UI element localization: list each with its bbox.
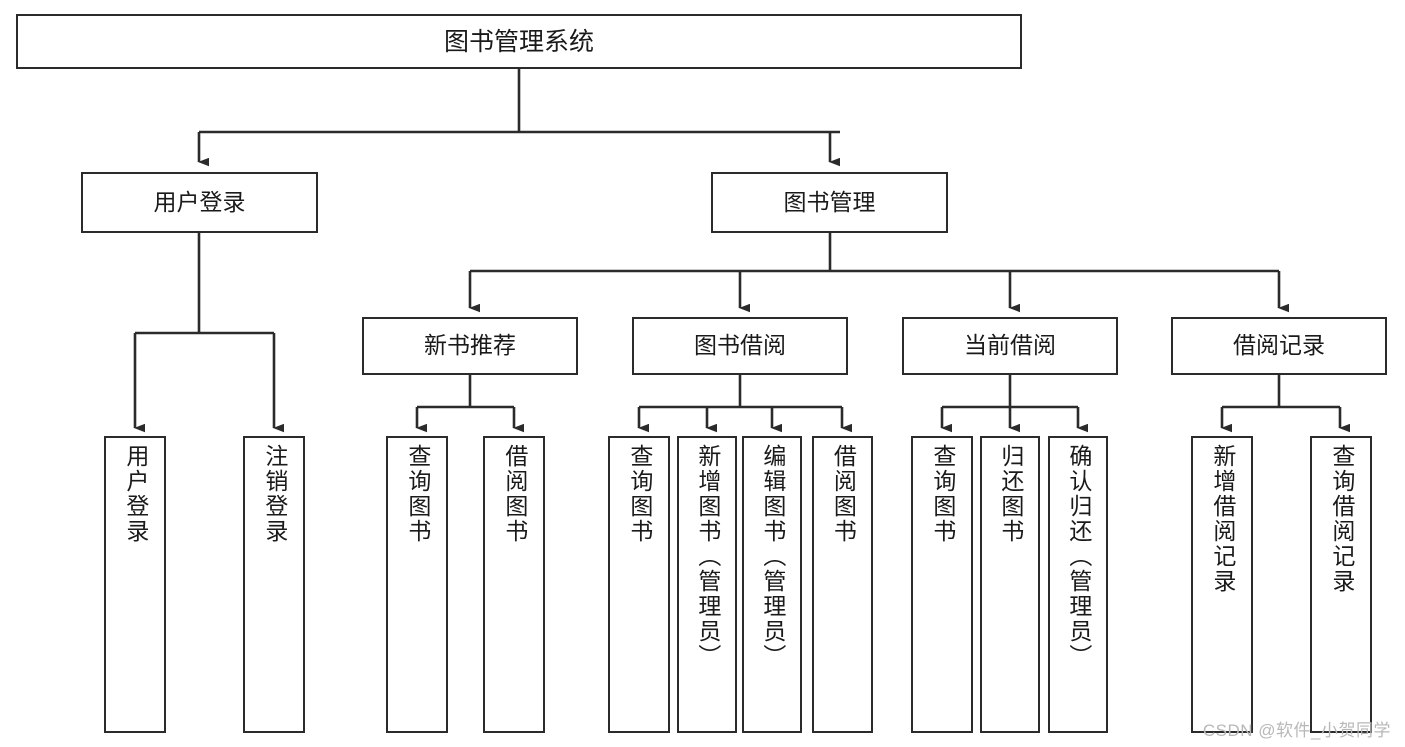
leaf-query-book-current[interactable]: 查询图书 [911,436,973,733]
node-current-borrow[interactable]: 当前借阅 [902,317,1118,375]
leaf-return-book-label: 归还图书 [997,444,1024,544]
node-new-book-recommend[interactable]: 新书推荐 [362,317,578,375]
node-book-management-label: 图书管理 [783,188,876,215]
leaf-confirm-return-admin-label: 确认归还（管理员） [1065,444,1092,669]
leaf-add-book-admin[interactable]: 新增图书（管理员） [677,436,737,733]
leaf-borrow-book[interactable]: 借阅图书 [812,436,873,733]
node-borrow-records[interactable]: 借阅记录 [1171,317,1387,375]
leaf-logout-label: 注销登录 [261,444,288,544]
leaf-query-book-recommend-label: 查询图书 [404,444,431,544]
leaf-add-borrow-record[interactable]: 新增借阅记录 [1191,436,1253,733]
leaf-edit-book-admin-label: 编辑图书（管理员） [759,444,786,669]
leaf-logout[interactable]: 注销登录 [243,436,305,733]
leaf-query-book-borrow-label: 查询图书 [626,444,653,544]
leaf-query-borrow-record-label: 查询借阅记录 [1328,444,1355,594]
node-current-borrow-label: 当前借阅 [964,332,1056,359]
leaf-query-book-borrow[interactable]: 查询图书 [608,436,670,733]
node-book-borrow-label: 图书借阅 [694,332,786,359]
leaf-query-borrow-record[interactable]: 查询借阅记录 [1310,436,1372,733]
node-user-login-label: 用户登录 [153,188,246,215]
leaf-borrow-book-label: 借阅图书 [830,444,857,544]
node-user-login[interactable]: 用户登录 [81,172,318,233]
node-book-management[interactable]: 图书管理 [711,172,948,233]
node-borrow-records-label: 借阅记录 [1233,332,1325,359]
node-new-book-recommend-label: 新书推荐 [424,332,516,359]
leaf-edit-book-admin[interactable]: 编辑图书（管理员） [742,436,802,733]
leaf-confirm-return-admin[interactable]: 确认归还（管理员） [1048,436,1108,733]
node-root-label: 图书管理系统 [443,27,594,56]
leaf-query-book-current-label: 查询图书 [929,444,956,544]
leaf-borrow-book-recommend[interactable]: 借阅图书 [483,436,545,733]
leaf-add-book-admin-label: 新增图书（管理员） [694,444,721,669]
leaf-query-book-recommend[interactable]: 查询图书 [386,436,448,733]
leaf-add-borrow-record-label: 新增借阅记录 [1209,444,1236,594]
node-root[interactable]: 图书管理系统 [16,14,1022,69]
node-book-borrow[interactable]: 图书借阅 [632,317,848,375]
leaf-user-login[interactable]: 用户登录 [104,436,166,733]
leaf-user-login-label: 用户登录 [122,444,149,544]
leaf-return-book[interactable]: 归还图书 [980,436,1040,733]
leaf-borrow-book-recommend-label: 借阅图书 [501,444,528,544]
